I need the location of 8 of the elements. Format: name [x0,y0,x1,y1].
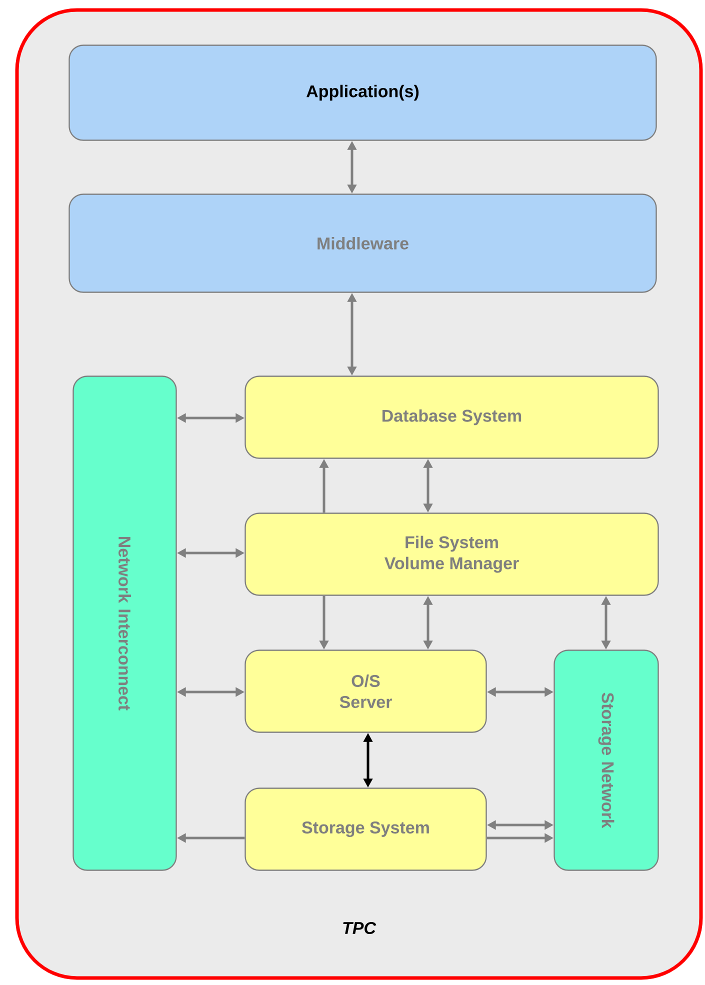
layer-box: O/S Server [244,650,487,733]
network-bar: Storage Network [554,650,659,871]
layer-box: Database System [244,376,659,459]
network-bar: Network Interconnect [72,376,177,871]
layer-box: Storage System [244,788,487,871]
layer-box: File System Volume Manager [244,512,659,596]
layer-box: Middleware [68,194,657,293]
layer-box: Application(s) [68,44,657,141]
